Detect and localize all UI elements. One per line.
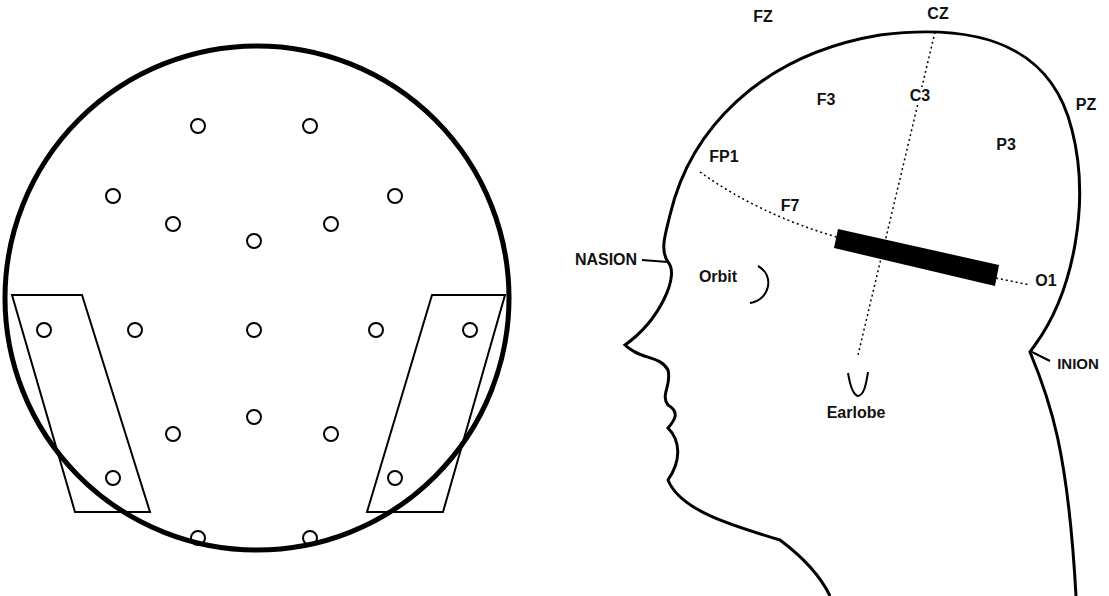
electrode-label: P3	[994, 136, 1018, 154]
face-profile	[625, 215, 830, 596]
electrode-dot	[388, 189, 402, 203]
orbit-arc	[750, 266, 768, 303]
electrode-dot	[128, 323, 142, 337]
electrode-dot	[369, 323, 383, 337]
electrode-dot	[191, 119, 205, 133]
electrode-dot	[37, 323, 51, 337]
electrode-dot	[106, 471, 120, 485]
electrode-dot	[166, 427, 180, 441]
electrode-label: F3	[815, 91, 838, 109]
electrode-dot	[247, 234, 261, 248]
electrode-dot	[247, 323, 261, 337]
dotted-line	[858, 32, 935, 355]
electrode-label: NASION	[573, 251, 639, 269]
electrode-bar	[834, 229, 999, 286]
electrode-dot	[324, 427, 338, 441]
electrode-label: O1	[1033, 272, 1058, 290]
dotted-line	[996, 278, 1030, 285]
electrode-label: Earlobe	[825, 404, 888, 422]
earlobe-outline	[848, 372, 868, 396]
electrode-label: FP1	[707, 148, 740, 166]
electrode-dot	[463, 323, 477, 337]
electrode-label: PZ	[1074, 96, 1098, 114]
leader-line	[1032, 352, 1050, 361]
electrode-dot	[324, 217, 338, 231]
head-top-view	[5, 46, 509, 550]
electrode-label: FZ	[751, 8, 775, 26]
electrode-label: C3	[908, 87, 932, 105]
electrode-dot	[303, 119, 317, 133]
electrode-dot	[166, 217, 180, 231]
electrode-label: F7	[779, 197, 802, 215]
electrode-dot	[247, 410, 261, 424]
electrode-dot	[106, 189, 120, 203]
electrode-dot	[388, 471, 402, 485]
electrode-strip	[367, 295, 505, 512]
electrode-dot	[191, 531, 205, 545]
electrode-label: INION	[1055, 355, 1101, 373]
electrode-label: CZ	[925, 5, 950, 23]
electrode-dots	[37, 119, 477, 545]
electrode-strip	[12, 295, 150, 512]
electrode-label: Orbit	[697, 268, 739, 286]
dotted-line	[700, 172, 840, 238]
leader-line	[642, 260, 668, 262]
electrode-dot	[303, 531, 317, 545]
head-outline	[670, 32, 1080, 596]
